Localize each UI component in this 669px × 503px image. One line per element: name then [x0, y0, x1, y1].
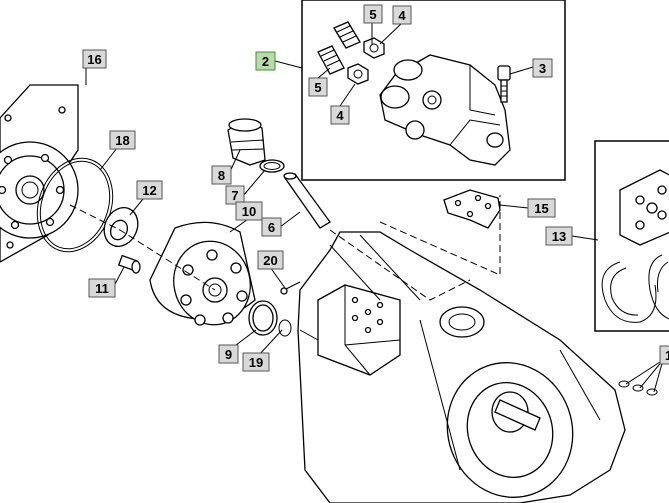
callout-box — [330, 105, 350, 125]
callout-12[interactable]: 12 — [136, 180, 163, 200]
stud-part — [317, 45, 345, 75]
callout-box — [261, 217, 282, 237]
assembly-line — [69, 204, 216, 291]
small-o-ring-part — [278, 319, 292, 337]
callout-label: 15 — [534, 201, 548, 216]
callout-label: 1 — [665, 348, 669, 363]
callout-19[interactable]: 19 — [242, 352, 270, 372]
callout-label: 9 — [225, 347, 232, 362]
callout-label: 8 — [218, 168, 225, 183]
pump-housing-part — [297, 231, 626, 503]
callout-box — [109, 130, 136, 150]
callout-5-top[interactable]: 5 — [363, 4, 383, 24]
valve-detail-frame — [301, 0, 566, 181]
callout-box — [82, 49, 107, 69]
o-rings-set-part — [618, 380, 658, 396]
callout-1-partial[interactable]: 1 — [659, 345, 669, 365]
callout-label: 10 — [242, 204, 256, 219]
callout-2[interactable]: 2 — [255, 51, 276, 71]
callout-15[interactable]: 15 — [527, 198, 556, 218]
callout-label: 2 — [262, 54, 269, 69]
pin-part — [117, 254, 141, 274]
callout-label: 5 — [314, 80, 321, 95]
callout-box — [218, 344, 239, 364]
gasket-plate-part — [443, 189, 501, 229]
callout-box — [257, 250, 284, 270]
callout-box — [136, 180, 163, 200]
callout-label: 6 — [268, 220, 275, 235]
snap-ring-part — [601, 254, 669, 323]
nut-part — [363, 37, 385, 59]
nut-part — [347, 63, 369, 85]
callout-11[interactable]: 11 — [88, 278, 116, 298]
callout-9[interactable]: 9 — [218, 344, 239, 364]
stud-part — [333, 21, 361, 49]
callout-4-top[interactable]: 4 — [392, 5, 412, 25]
piston-o-ring-part — [259, 159, 285, 173]
callout-8[interactable]: 8 — [211, 165, 232, 185]
screw-part — [280, 281, 301, 295]
callout-box — [532, 58, 553, 78]
flange-part — [0, 84, 79, 263]
callout-label: 5 — [369, 7, 376, 22]
callout-box — [88, 278, 116, 298]
callout-box — [659, 345, 669, 365]
callout-box — [308, 77, 328, 97]
callout-7[interactable]: 7 — [225, 185, 245, 205]
callout-box — [211, 165, 232, 185]
callout-box — [527, 198, 556, 218]
callout-box — [225, 185, 245, 205]
callout-label: 7 — [231, 188, 238, 203]
callout-3[interactable]: 3 — [532, 58, 553, 78]
assembly-line — [329, 229, 471, 301]
callout-10[interactable]: 10 — [235, 201, 263, 221]
callout-box — [392, 5, 412, 25]
callout-label: 12 — [142, 183, 156, 198]
callout-18[interactable]: 18 — [109, 130, 136, 150]
piston-part — [227, 118, 266, 166]
callout-box — [363, 4, 383, 24]
rod-part — [283, 172, 331, 229]
bolt-part — [497, 65, 511, 103]
callout-4-bottom[interactable]: 4 — [330, 105, 350, 125]
washer-part — [103, 207, 139, 247]
callout-label: 4 — [336, 108, 344, 123]
callout-label: 18 — [115, 133, 129, 148]
callout-label: 11 — [95, 281, 109, 296]
callout-6[interactable]: 6 — [261, 217, 282, 237]
retaining-ring-part — [248, 300, 278, 336]
callout-13[interactable]: 13 — [545, 226, 573, 246]
valve-body-part — [379, 54, 511, 166]
callout-20[interactable]: 20 — [257, 250, 284, 270]
callout-label: 19 — [249, 355, 263, 370]
callout-box — [545, 226, 573, 246]
callout-label: 4 — [398, 8, 406, 23]
callout-box — [235, 201, 263, 221]
ring-detail-frame — [594, 140, 669, 332]
callout-5-bottom[interactable]: 5 — [308, 77, 328, 97]
callout-box — [242, 352, 270, 372]
callout-label: 3 — [539, 61, 546, 76]
callout-label: 16 — [87, 52, 101, 67]
leader-lines — [85, 22, 664, 393]
callout-box — [255, 51, 276, 71]
cover-plate-part — [619, 169, 669, 246]
cylinder-barrel-part — [149, 221, 256, 326]
callout-label: 13 — [552, 229, 566, 244]
callout-label: 20 — [263, 253, 277, 268]
callout-16[interactable]: 16 — [82, 49, 107, 69]
